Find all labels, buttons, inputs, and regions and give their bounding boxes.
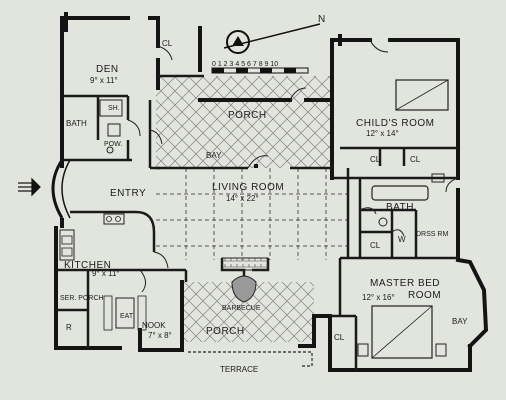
door-swings [127, 39, 459, 293]
kitchen-counter [59, 229, 75, 261]
barbecue-pit [231, 275, 257, 303]
living-room-label: LIVING ROOM [212, 182, 284, 193]
r-label: R [66, 323, 72, 332]
stove [103, 213, 125, 225]
bay-living-label: BAY [206, 151, 222, 160]
childs-bed [395, 79, 449, 111]
barbecue-label: BARBECUE [222, 305, 261, 312]
porch-top-floor [156, 76, 332, 168]
master-bed-label: MASTER BED [370, 278, 440, 289]
closet-child-1-label: CL [370, 155, 381, 164]
master-bed-size: 12° x 16° [362, 293, 395, 302]
bath-main-label: BATH [386, 202, 414, 213]
closet-den-label: CL [162, 39, 173, 48]
kitchen-label: KITCHEN [64, 260, 111, 271]
childs-room-size: 12° x 14° [366, 129, 399, 138]
entry-curve [51, 159, 64, 219]
nook-label: NOOK [142, 321, 166, 330]
porch-top-label: PORCH [228, 110, 267, 121]
nook-size: 7° x 8° [148, 331, 172, 340]
terrace-label: TERRACE [220, 365, 258, 374]
compass-scale-text: 0 1 2 3 4 5 6 7 8 9 10 [212, 61, 278, 68]
eat-label: EAT [120, 313, 134, 320]
den-size: 9° x 11° [90, 76, 118, 85]
entry-arrow-icon [18, 177, 41, 197]
master-room-label: ROOM [408, 290, 441, 301]
exterior-walls [54, 12, 489, 372]
bathtub [371, 185, 429, 201]
ser-porch-label: SER. PORCH [60, 295, 104, 302]
powder-label: POW. [104, 141, 122, 148]
kitchen-size: 9° x 11° [92, 269, 120, 278]
compass-north-label: N [318, 14, 326, 25]
entry-label: ENTRY [110, 188, 146, 199]
closet-child-2-label: CL [410, 155, 421, 164]
porch-column [254, 164, 258, 168]
terrace-edge [188, 351, 313, 367]
bath-den-label: BATH [66, 119, 87, 128]
compass-icon [211, 23, 321, 74]
den-shower [99, 99, 123, 117]
w-label: W [398, 235, 406, 244]
shower-label: SH. [108, 105, 120, 112]
closet-master-label: CL [334, 333, 345, 342]
childs-room-label: CHILD'S ROOM [356, 118, 434, 129]
porch-column [286, 98, 290, 102]
nook-table [115, 297, 135, 329]
living-room-grid [156, 168, 348, 260]
fireplace-hearth [221, 257, 269, 271]
master-bed [371, 305, 433, 359]
living-room-size: 14° x 22° [226, 194, 259, 203]
den-label: DEN [96, 64, 119, 75]
bay-master-label: BAY [452, 317, 468, 326]
dress-room-label: DRSS RM [416, 231, 448, 238]
toilet [378, 217, 388, 227]
porch-bottom-label: PORCH [206, 326, 245, 337]
closet-bath-label: CL [370, 241, 381, 250]
